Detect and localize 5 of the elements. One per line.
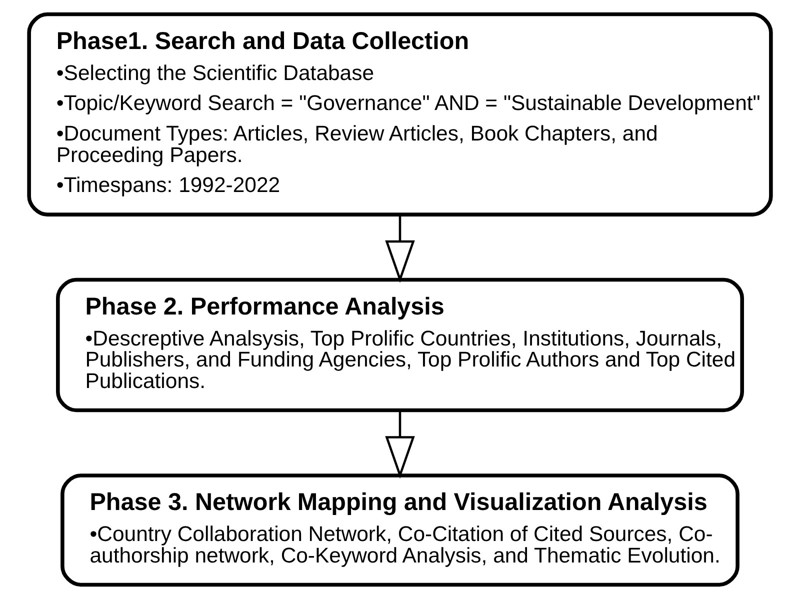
node-box: Phase1. Search and Data Collection •Selecting the Scientific Database •Topic/Keyword Search = "Governance" AND = "Sustainable Development" •Document Types: Articles, Review Articles, Book Chapters, and Proceeding Papers. •Timespans: 1992-2022 — [26, 12, 772, 216]
arrow — [384, 215, 414, 283]
arrow — [384, 410, 414, 479]
node-box: Phase 2. Performance Analysis •Descreptive Analsysis, Top Prolific Countries, Institutions, Journals, Publishers, and Funding Agencies, Top Prolific Authors and Top Cited Publications. — [56, 278, 744, 412]
node-box: Phase 3. Network Mapping and Visualization Analysis •Country Collaboration Network, Co-Citation of Cited Sources, Co-authorship network, Co-Keyword Analysis, and Thematic Evolution. — [60, 474, 739, 587]
